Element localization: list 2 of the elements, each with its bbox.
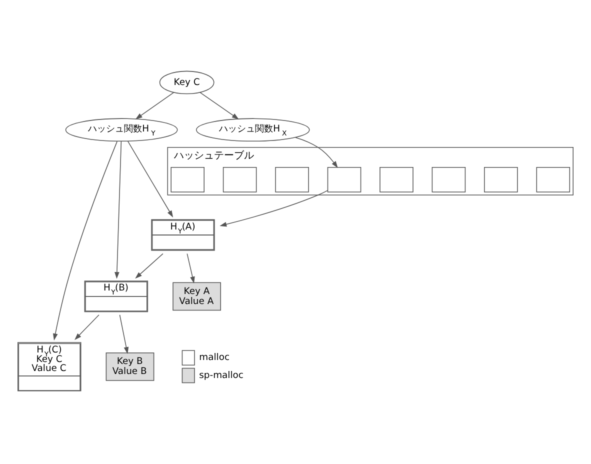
legend-label: sp-malloc bbox=[199, 369, 244, 380]
legend-label: malloc bbox=[199, 352, 230, 363]
